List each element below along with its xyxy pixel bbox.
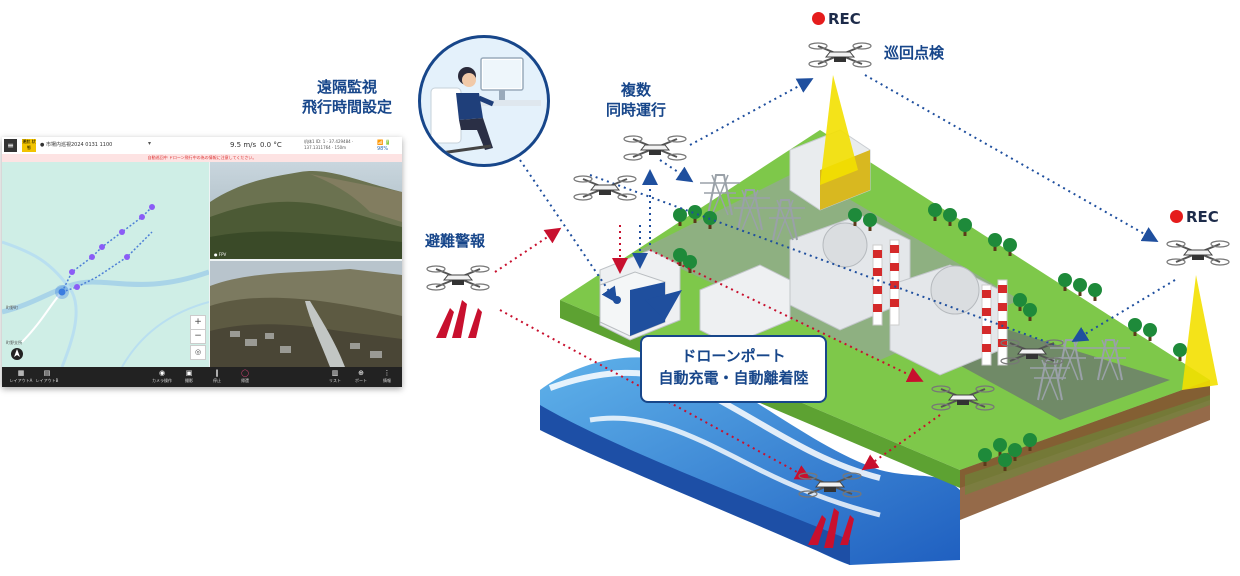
alert-banner: 自動巡回中 ドローン飛行中の為の情報に注意してください。 — [2, 154, 402, 162]
patrol-label: 巡回点検 — [884, 44, 945, 62]
button-label: レイアウトB — [35, 378, 59, 383]
operator-icon — [430, 57, 541, 155]
button-label: 帰還 — [241, 378, 249, 383]
more-icon: ⋮ — [383, 369, 391, 377]
remote-monitor-label: 遠隔監視 飛行時間設定 — [302, 77, 392, 117]
control-bar: ▦レイアウトA ▤レイアウトB ◉カメラ操作 ▣撮影 ‖停止 ◯帰還 ▥リスト … — [2, 367, 402, 387]
list-button[interactable]: ▥リスト — [320, 369, 350, 385]
drone-port-callout: ドローンポート 自動充電・自動離着陸 — [640, 335, 827, 403]
button-label: 撮影 — [185, 378, 193, 383]
pause-icon: ‖ — [215, 369, 219, 377]
rec-dot-icon — [812, 12, 825, 25]
callout-line: 自動充電・自動離着陸 — [658, 369, 809, 387]
forest-image — [210, 162, 402, 259]
button-label: レイアウトA — [9, 378, 33, 383]
label-line: 飛行時間設定 — [302, 98, 393, 116]
camera-feed-village — [210, 261, 402, 367]
layout-a-button[interactable]: ▦レイアウトA — [6, 369, 36, 385]
camera-feed-forest — [210, 162, 402, 259]
rec-text: REC — [1186, 208, 1219, 226]
button-label: カメラ操作 — [152, 378, 172, 383]
camera-beam — [1182, 275, 1218, 390]
chimneys — [872, 239, 1008, 366]
power-icon: ◯ — [241, 369, 249, 377]
monitoring-screen: ≡ 運航 状態 ● 市場内巡視2024 0131 1100 ▾ 9.5 m/s … — [2, 137, 402, 387]
menu-icon[interactable]: ≡ — [4, 139, 17, 152]
wind-readout: 9.5 m/s — [230, 141, 257, 149]
sea-area — [540, 357, 960, 565]
port-button[interactable]: ⊕ポート — [346, 369, 376, 385]
map-panel[interactable]: 町野町 町野支所 + − ◎ — [2, 162, 209, 367]
zoom-in-button[interactable]: + — [190, 315, 206, 330]
layout-b-button[interactable]: ▤レイアウトB — [32, 369, 62, 385]
label-line: 同時運行 — [606, 101, 667, 119]
button-label: 停止 — [213, 378, 221, 383]
layout-icon: ▤ — [43, 369, 51, 377]
info-button[interactable]: ⋮情報 — [372, 369, 402, 385]
rec-text: REC — [828, 10, 861, 28]
village-image — [210, 261, 402, 367]
alarm-waves — [436, 300, 854, 548]
list-icon: ▥ — [331, 369, 339, 377]
button-label: ポート — [355, 378, 367, 383]
photo-icon: ▣ — [185, 369, 193, 377]
multi-operation-label: 複数 同時運行 — [606, 80, 666, 120]
layout-icon: ▦ — [17, 369, 25, 377]
return-button[interactable]: ◯帰還 — [230, 369, 260, 385]
map-place-label: 町野支所 — [6, 340, 22, 345]
mission-select[interactable]: ● 市場内巡視2024 0131 1100 — [40, 142, 113, 148]
rec-indicator: REC — [1170, 208, 1219, 226]
map-drawing — [2, 204, 209, 367]
operator-illustration — [418, 35, 550, 167]
screen-toolbar: ≡ 運航 状態 ● 市場内巡視2024 0131 1100 ▾ 9.5 m/s … — [2, 137, 402, 155]
label-line: 複数 — [621, 81, 652, 99]
button-label: 情報 — [383, 378, 391, 383]
evacuation-label: 避難警報 — [425, 232, 486, 250]
temperature-readout: 0.0 °C — [260, 141, 282, 149]
camera-tag: ● FPV — [214, 252, 227, 257]
drone-info: 机体1 ID: 1 · 37.429484 · 137.1311764 · 15… — [304, 139, 354, 150]
signal-battery-icons: 📶 🔋 98% — [377, 140, 392, 152]
rec-indicator: REC — [812, 10, 861, 28]
pause-button[interactable]: ‖停止 — [202, 369, 232, 385]
label-line: 遠隔監視 — [317, 78, 378, 96]
rec-dot-icon — [1170, 210, 1183, 223]
locate-button[interactable]: ◎ — [190, 345, 206, 360]
camera-icon: ◉ — [158, 369, 166, 377]
shoot-button[interactable]: ▣撮影 — [174, 369, 204, 385]
camera-control-button[interactable]: ◉カメラ操作 — [147, 369, 177, 385]
callout-line: ドローンポート — [681, 347, 786, 365]
button-label: リスト — [329, 378, 341, 383]
map-place-label: 町野町 — [6, 305, 18, 310]
chevron-down-icon[interactable]: ▾ — [148, 140, 152, 147]
port-icon: ⊕ — [358, 369, 364, 377]
camera-beam — [820, 75, 858, 185]
status-badge: 運航 状態 — [22, 139, 36, 152]
zoom-out-button[interactable]: − — [190, 329, 206, 344]
